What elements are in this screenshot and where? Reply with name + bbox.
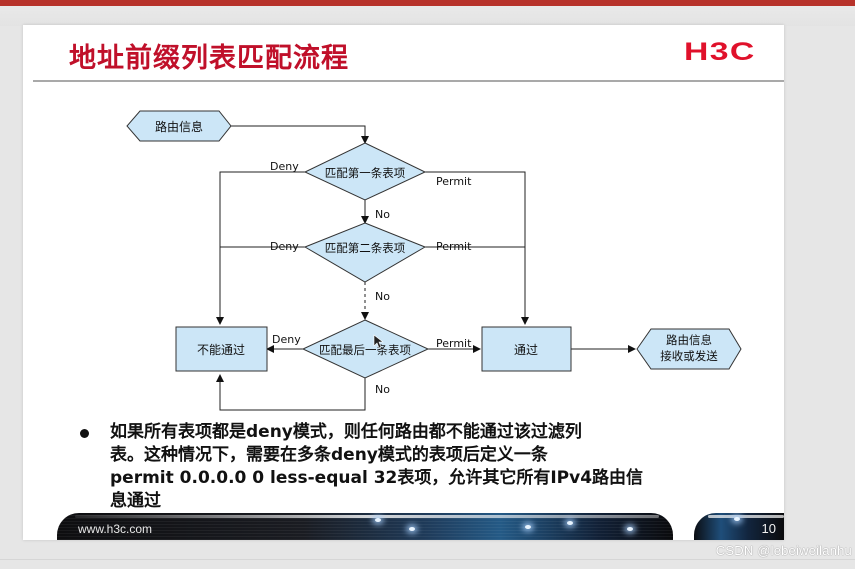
edge-label-deny-2: Deny	[270, 240, 299, 253]
slide-footer-bar: www.h3c.com	[57, 513, 673, 540]
bullet-line-3: permit 0.0.0.0 0 less-equal 32表项，允许其它所有I…	[110, 468, 644, 488]
output-node-line1: 路由信息	[666, 333, 712, 347]
edge-label-no-1: No	[375, 208, 390, 221]
footer-url: www.h3c.com	[78, 522, 153, 536]
bullet-dot-icon	[80, 429, 89, 438]
slide-title: 地址前缀列表匹配流程	[69, 43, 349, 74]
mouse-cursor-icon	[373, 334, 384, 349]
bullet-line-2: 表。这种情况下，需要在多条deny模式的表项后定义一条	[110, 445, 548, 465]
title-divider	[33, 80, 784, 82]
pass-result-box	[481, 326, 572, 372]
csdn-watermark: CSDN @lebeiweilanhu	[715, 543, 852, 558]
bullet-note: 如果所有表项都是deny模式，则任何路由都不能通过该过滤列 表。这种情况下，需要…	[80, 421, 700, 513]
edge-label-permit-3: Permit	[436, 337, 472, 350]
prefix-list-flowchart: 路由信息 匹配第一条表项 匹配第二条表项 匹配最后一条表项 不能通过 通过 路由…	[126, 110, 742, 411]
sparkle-decoration	[627, 527, 633, 531]
presentation-slide[interactable]: 地址前缀列表匹配流程 H3C	[23, 25, 784, 540]
edge-label-no-2: No	[375, 290, 390, 303]
ribbon-shadow	[0, 6, 855, 26]
sparkle-decoration	[567, 521, 573, 525]
edge-label-deny-1: Deny	[270, 160, 299, 173]
decision-first-entry	[303, 142, 427, 201]
bottom-divider	[0, 559, 855, 560]
edge-label-permit-2: Permit	[436, 240, 472, 253]
decision-first-label: 匹配第一条表项	[325, 166, 406, 180]
h3c-logo: H3C	[684, 38, 756, 66]
deny-result-box	[175, 326, 268, 372]
sparkle-decoration	[734, 517, 740, 521]
page-number: 10	[761, 521, 776, 536]
decision-last-entry	[301, 319, 430, 379]
output-node	[636, 328, 742, 370]
edge-label-permit-1: Permit	[436, 175, 472, 188]
bullet-line-4: 息通过	[110, 491, 161, 511]
decision-second-entry	[303, 222, 427, 283]
pass-result-label: 通过	[514, 343, 538, 357]
decision-second-label: 匹配第二条表项	[325, 241, 406, 255]
bullet-line-1: 如果所有表项都是deny模式，则任何路由都不能通过该过滤列	[110, 422, 582, 442]
edge-label-no-3: No	[375, 383, 390, 396]
app-ribbon	[0, 0, 855, 6]
sparkle-decoration	[525, 525, 531, 529]
decision-last-label: 匹配最后一条表项	[319, 343, 411, 357]
edge-label-deny-3: Deny	[272, 333, 301, 346]
sparkle-decoration	[375, 518, 381, 522]
output-node-line2: 接收或发送	[660, 349, 718, 363]
sparkle-decoration	[409, 527, 415, 531]
start-node-label: 路由信息	[155, 119, 203, 134]
page-number-tab: 10	[694, 513, 784, 540]
start-node	[126, 110, 232, 142]
deny-result-label: 不能通过	[197, 343, 245, 357]
